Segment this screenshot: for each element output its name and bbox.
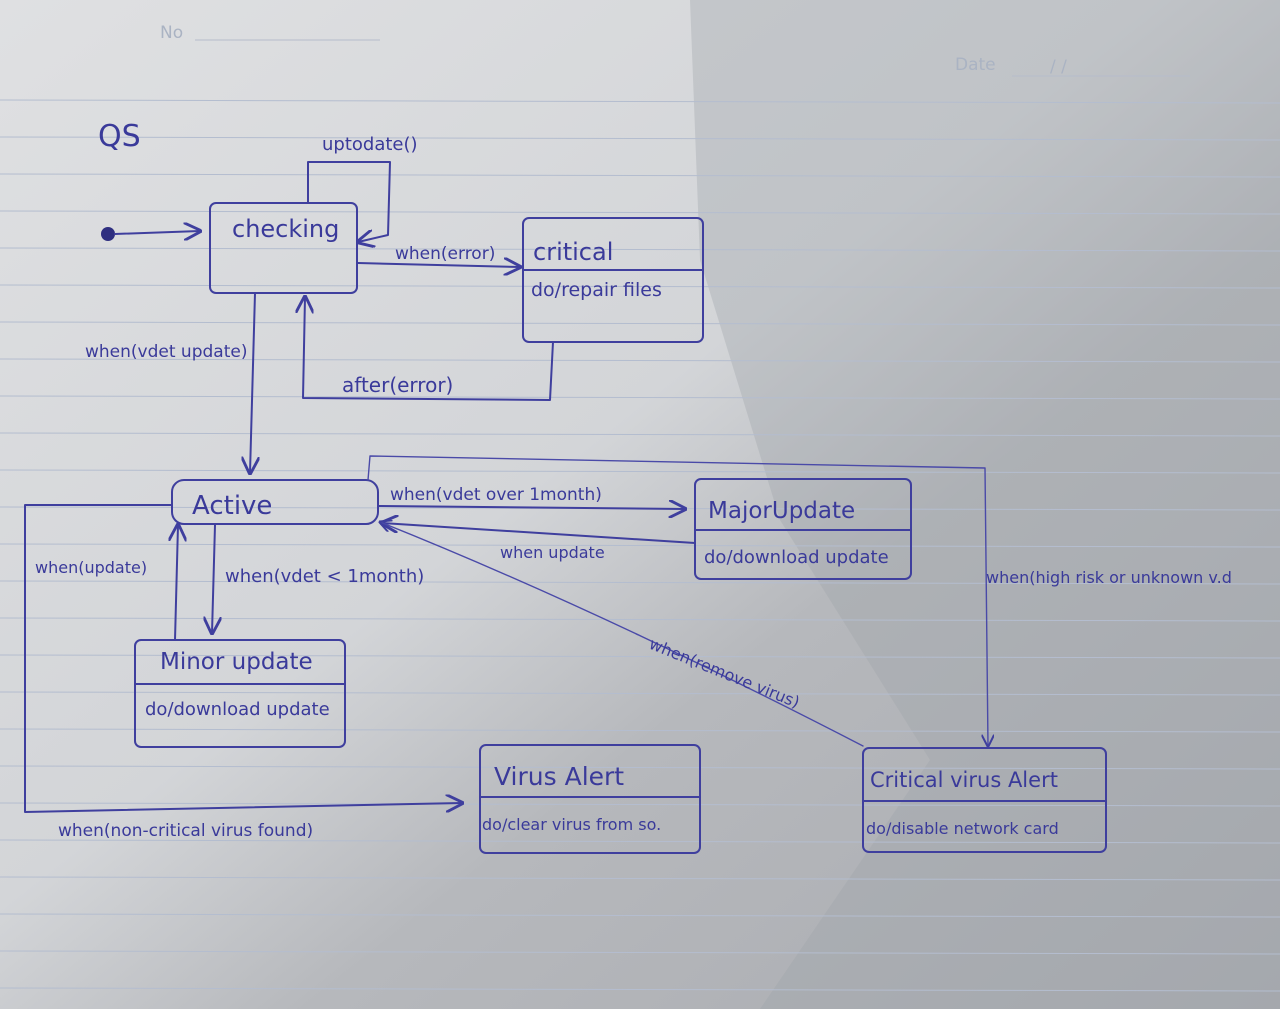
ruled-line bbox=[0, 284, 1280, 289]
state-virus-alert: Virus Alert do/clear virus from so. bbox=[479, 744, 701, 854]
state-major-update-name: MajorUpdate bbox=[708, 498, 855, 524]
ruled-line bbox=[0, 173, 1280, 178]
to-critical-virus-arrow bbox=[367, 455, 988, 746]
self-loop-label: uptodate() bbox=[322, 134, 418, 155]
state-virus-alert-activity: do/clear virus from so. bbox=[482, 815, 661, 834]
ruled-line bbox=[0, 543, 1280, 548]
state-critical-name: critical bbox=[533, 238, 613, 266]
ruled-line bbox=[0, 950, 1280, 955]
after-error-label: after(error) bbox=[342, 373, 453, 397]
ruled-line bbox=[0, 210, 1280, 215]
to-virus-alert-label: when(non-critical virus found) bbox=[58, 821, 313, 841]
state-critical-virus-alert-name: Critical virus Alert bbox=[870, 768, 1058, 792]
to-major-arrow bbox=[377, 506, 685, 509]
ruled-line bbox=[0, 728, 1280, 733]
state-virus-alert-name: Virus Alert bbox=[494, 762, 624, 791]
ruled-line bbox=[0, 99, 1280, 104]
initial-transition-arrow bbox=[114, 231, 200, 234]
state-major-update: MajorUpdate do/download update bbox=[694, 478, 912, 580]
ruled-line bbox=[0, 654, 1280, 659]
ruled-line bbox=[0, 469, 1280, 474]
to-major-label: when(vdet over 1month) bbox=[390, 485, 602, 505]
header-date-separators: / / bbox=[1050, 57, 1067, 77]
to-critical-virus-label: when(high risk or unknown v.d bbox=[986, 568, 1232, 587]
ruled-line bbox=[0, 987, 1280, 992]
header-no-label: No bbox=[160, 23, 183, 43]
to-critical-label: when(error) bbox=[395, 244, 495, 264]
state-checking-name: checking bbox=[232, 215, 339, 243]
remove-virus-arrow bbox=[380, 522, 864, 747]
minor-back-arrow bbox=[175, 525, 178, 641]
header-date-label: Date bbox=[955, 55, 996, 75]
state-critical-virus-alert-activity: do/disable network card bbox=[866, 819, 1059, 838]
to-minor-label: when(vdet < 1month) bbox=[225, 566, 424, 587]
to-minor-arrow bbox=[212, 524, 215, 633]
state-minor-update-name: Minor update bbox=[160, 649, 313, 675]
state-critical-virus-alert: Critical virus Alert do/disable network … bbox=[862, 747, 1107, 853]
ruled-line bbox=[0, 432, 1280, 437]
ruled-line bbox=[0, 802, 1280, 807]
ruled-line bbox=[0, 321, 1280, 326]
ruled-line bbox=[0, 839, 1280, 844]
ruled-line bbox=[0, 765, 1280, 770]
state-minor-update: Minor update do/download update bbox=[134, 639, 346, 748]
state-minor-update-activity: do/download update bbox=[145, 699, 330, 720]
ruled-line bbox=[0, 358, 1280, 363]
diagram-label: QS bbox=[98, 119, 141, 154]
major-back-arrow bbox=[382, 523, 696, 544]
ruled-line bbox=[0, 876, 1280, 881]
state-critical: critical do/repair files bbox=[522, 217, 704, 343]
major-back-label: when update bbox=[500, 543, 605, 562]
to-active-arrow bbox=[250, 292, 255, 473]
to-active-label: when(vdet update) bbox=[85, 342, 247, 362]
minor-back-label: when(update) bbox=[35, 558, 147, 577]
to-virus-alert-arrow bbox=[24, 504, 462, 813]
ruled-line bbox=[0, 691, 1280, 696]
state-active: Active bbox=[171, 479, 379, 525]
ruled-line bbox=[0, 136, 1280, 141]
after-error-arrow bbox=[303, 297, 554, 401]
ruled-line bbox=[0, 913, 1280, 918]
ruled-line bbox=[0, 395, 1280, 400]
to-critical-arrow bbox=[357, 263, 520, 267]
ruled-line bbox=[0, 247, 1280, 252]
initial-state-dot bbox=[101, 227, 115, 241]
state-major-update-activity: do/download update bbox=[704, 547, 889, 568]
state-checking: checking bbox=[209, 202, 358, 294]
self-loop-arrow bbox=[307, 161, 391, 242]
state-active-name: Active bbox=[192, 491, 272, 521]
state-critical-activity: do/repair files bbox=[531, 279, 662, 301]
